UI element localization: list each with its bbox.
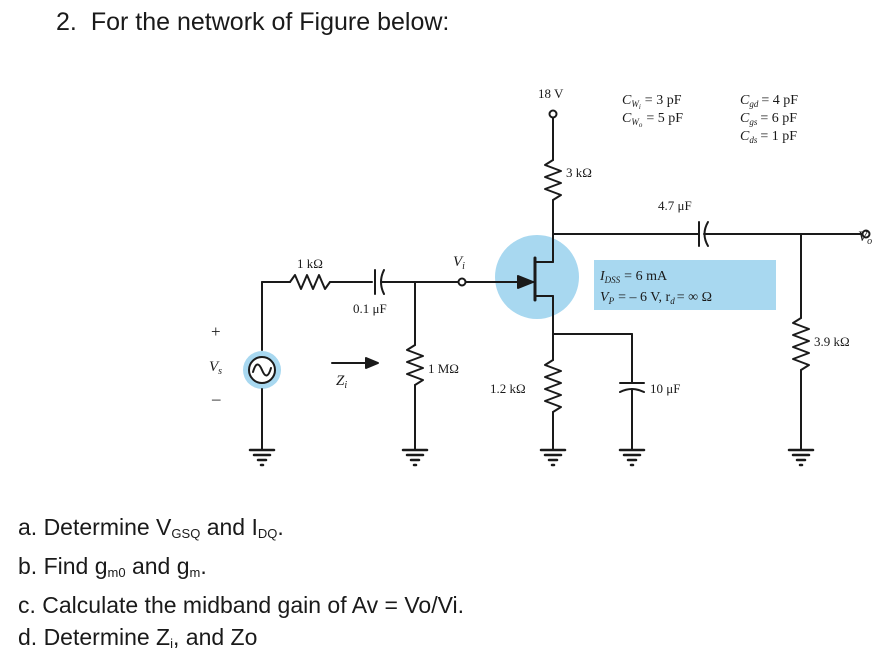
cgs-spec: Cgs= 6 pF (740, 111, 797, 127)
cin-label: 0.1 μF (353, 301, 387, 316)
rg-resistor (406, 344, 424, 386)
gate-arrow (517, 275, 534, 289)
ground-cs (618, 448, 646, 467)
source-resistor (544, 359, 562, 413)
idss-spec: IDSS= 6 mA (599, 269, 668, 285)
load-resistor (792, 317, 810, 371)
series-resistor-1k (289, 274, 331, 290)
ground-load (787, 448, 815, 467)
cwo-spec: CWo= 5 pF (622, 111, 683, 129)
rl-label: 3.9 kΩ (814, 334, 850, 349)
ground-source (248, 448, 276, 467)
rg-label: 1 MΩ (428, 361, 459, 376)
problem-heading: For the network of Figure below: (90, 8, 450, 36)
question-a: a. Determine VGSQ and IDQ. (18, 514, 284, 541)
drain-resistor (544, 159, 562, 201)
rg-series-label: 1 kΩ (297, 256, 323, 271)
rs-label: 1.2 kΩ (490, 381, 526, 396)
rd-label: 3 kΩ (566, 165, 592, 180)
jfet-highlight-circle (495, 235, 579, 319)
cds-spec: Cds= 1 pF (740, 129, 797, 145)
supply-label: 18 V (538, 86, 564, 101)
output-terminal (861, 229, 871, 239)
ground-rg (401, 448, 429, 467)
problem-title: 2. For the network of Figure below: (56, 8, 449, 37)
ground-rs (539, 448, 567, 467)
question-c: c. Calculate the midband gain of Av = Vo… (18, 592, 465, 618)
vp-spec: VP= – 6 V, rd= ∞ Ω (600, 290, 712, 306)
cgd-spec: Cgd= 4 pF (740, 93, 798, 109)
question-list: a. Determine VGSQ and IDQ. b. Find gm0 a… (18, 511, 464, 660)
minus-label: – (211, 389, 221, 408)
zi-label: Zi (336, 373, 347, 391)
parameter-box (594, 260, 776, 310)
problem-number: 2. (56, 8, 77, 36)
ac-source-wave (252, 363, 272, 377)
zi-arrow-head (365, 357, 379, 369)
circuit-diagram: 18 V 3 kΩ 4.7 μF 1 kΩ 0.1 μF 1 MΩ 1.2 kΩ… (209, 86, 872, 467)
vi-label: Vi (453, 254, 465, 272)
cs-label: 10 μF (650, 381, 680, 396)
question-b: b. Find gm0 and gm. (18, 553, 207, 580)
plus-label: + (211, 322, 221, 341)
vo-label: Vo (858, 229, 872, 247)
cwi-spec: CWi= 3 pF (622, 93, 682, 111)
question-d: d. Determine Zi, and Zo (18, 624, 258, 651)
vs-label: Vs (209, 359, 222, 377)
vi-terminal (457, 277, 467, 287)
cout-label: 4.7 μF (658, 198, 692, 213)
supply-terminal (548, 109, 558, 119)
